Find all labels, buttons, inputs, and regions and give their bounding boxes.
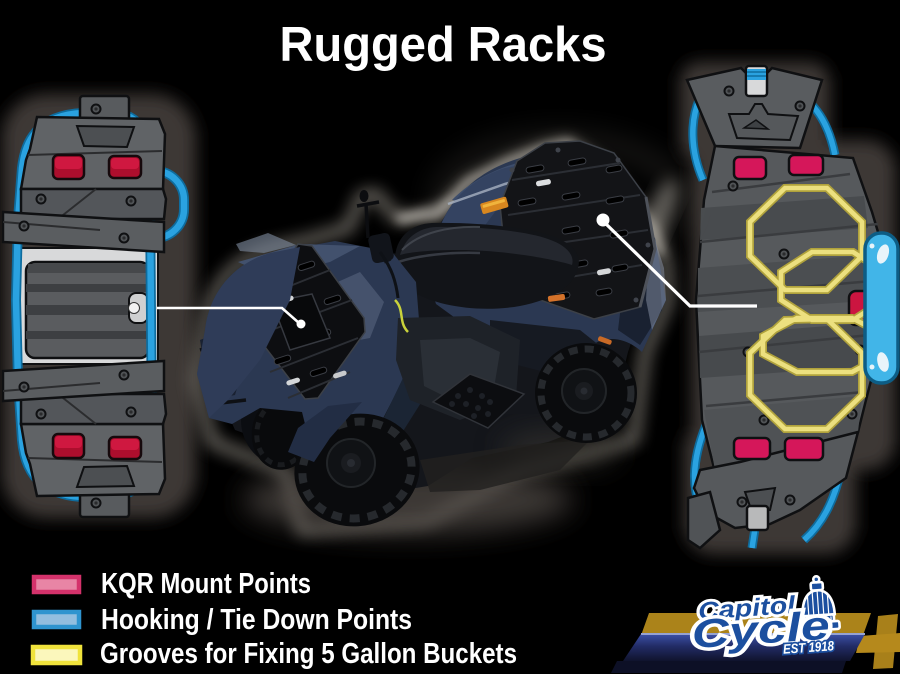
svg-text:Hooking / Tie Down Points: Hooking / Tie Down Points <box>101 604 412 636</box>
svg-text:Grooves for Fixing 5 Gallon Bu: Grooves for Fixing 5 Gallon Buckets <box>100 638 517 670</box>
svg-text:EST 1918: EST 1918 <box>783 638 835 657</box>
svg-text:Rugged Racks: Rugged Racks <box>280 18 607 72</box>
svg-text:KQR Mount Points: KQR Mount Points <box>101 568 311 600</box>
